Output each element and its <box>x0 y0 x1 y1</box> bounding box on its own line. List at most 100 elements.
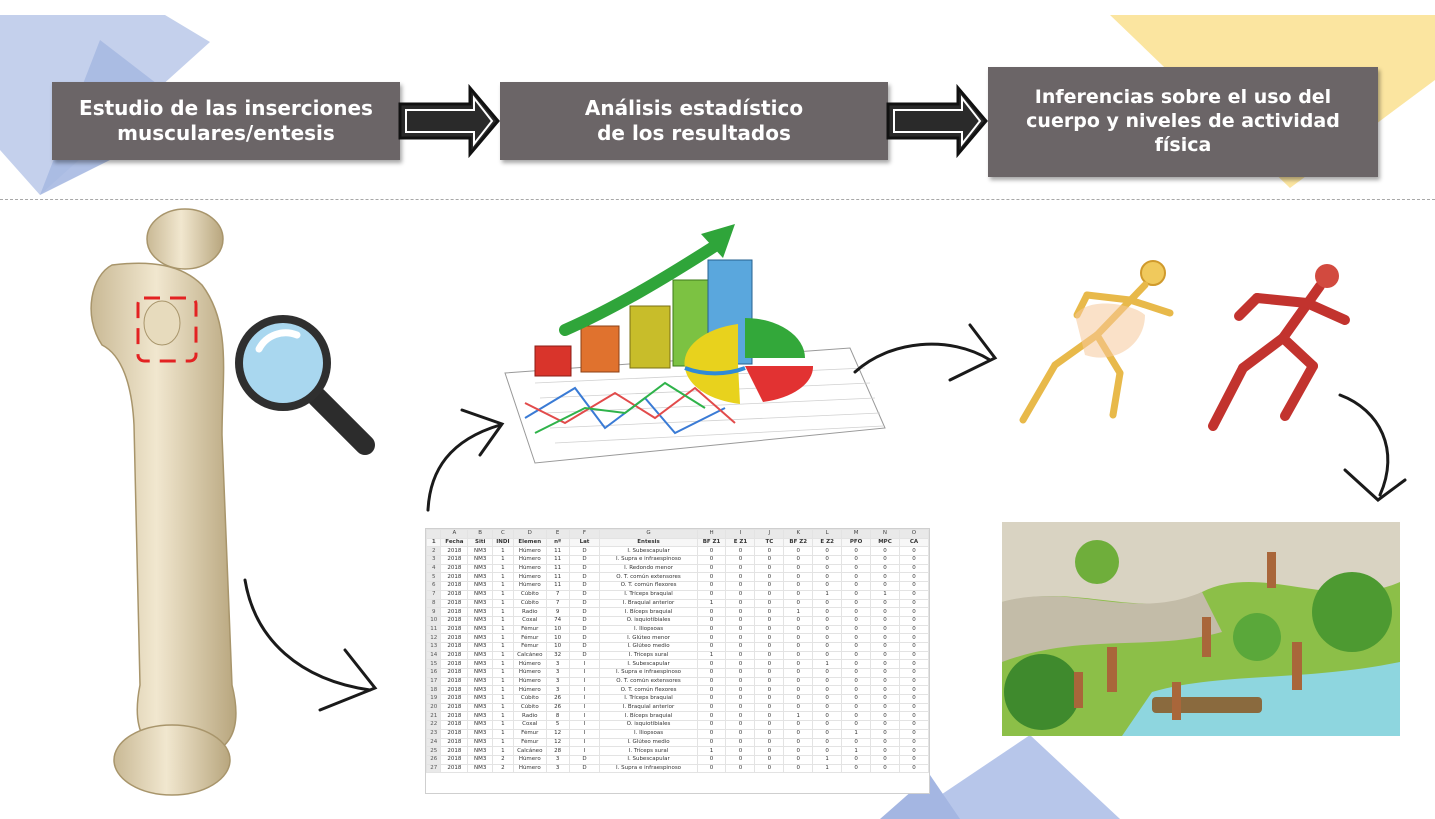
table-cell: 0 <box>898 685 929 696</box>
table-cell: 0 <box>898 659 929 669</box>
table-cell: 0 <box>841 581 872 591</box>
table-cell: 0 <box>754 598 785 609</box>
table-cell: D <box>568 546 601 557</box>
table-cell: 0 <box>898 589 929 600</box>
table-cell: 2018 <box>440 754 469 765</box>
column-header: E Z2 <box>812 537 843 548</box>
table-cell: 0 <box>841 589 872 600</box>
table-cell: 0 <box>870 702 900 713</box>
table-cell: 1 <box>492 746 514 756</box>
table-cell: 0 <box>841 650 872 661</box>
table-cell: NM3 <box>467 572 494 583</box>
table-cell: 0 <box>898 754 929 765</box>
table-cell: 0 <box>725 685 756 696</box>
table-cell: 2018 <box>440 702 469 713</box>
table-cell: Cúbito <box>512 694 547 704</box>
table-cell: 2018 <box>440 728 469 739</box>
table-cell: 0 <box>725 650 756 661</box>
table-cell: I. Redondo menor <box>599 563 698 574</box>
table-cell: 0 <box>696 659 727 669</box>
table-cell: 0 <box>812 563 843 574</box>
bg-blue-shape-bottom <box>905 735 1120 819</box>
table-cell: 0 <box>898 720 929 730</box>
row-number: 10 <box>426 615 442 626</box>
column-letter: M <box>841 529 872 539</box>
table-cell: D <box>568 650 601 661</box>
table-cell: 0 <box>725 746 756 756</box>
table-cell: 0 <box>754 711 785 722</box>
femur-bone <box>90 208 237 796</box>
table-cell: 0 <box>870 754 900 765</box>
table-cell: I <box>568 694 601 704</box>
table-cell: 0 <box>754 563 785 574</box>
table-cell: 10 <box>545 624 570 635</box>
table-cell: 3 <box>545 754 570 765</box>
table-cell: 0 <box>783 641 814 652</box>
table-cell: 1 <box>870 589 900 600</box>
table-cell: 0 <box>870 737 900 748</box>
table-cell: I <box>568 737 601 748</box>
table-cell: NM3 <box>467 607 494 617</box>
table-cell: NM3 <box>467 633 494 643</box>
table-cell: I. Braquial anterior <box>599 702 698 713</box>
table-cell: Húmero <box>512 555 547 565</box>
table-cell: NM3 <box>467 615 494 626</box>
table-cell: 0 <box>841 763 872 774</box>
table-cell: D <box>568 563 601 574</box>
table-cell: 1 <box>812 754 843 765</box>
table-cell: 0 <box>898 641 929 652</box>
row-number: 17 <box>426 676 442 687</box>
table-cell: O. T. común flexores <box>599 581 698 591</box>
table-cell: 10 <box>545 633 570 643</box>
table-cell: NM3 <box>467 694 494 704</box>
table-cell: 0 <box>841 563 872 574</box>
table-cell: 1 <box>492 668 514 678</box>
table-cell: 0 <box>841 615 872 626</box>
table-cell: 0 <box>725 763 756 774</box>
table-cell: 0 <box>754 746 785 756</box>
table-cell: I <box>568 720 601 730</box>
table-cell: I <box>568 728 601 739</box>
table-cell: 0 <box>841 694 872 704</box>
column-header: Lat <box>568 537 601 548</box>
table-cell: 0 <box>898 650 929 661</box>
table-cell: D <box>568 555 601 565</box>
table-cell: 0 <box>754 624 785 635</box>
table-cell: 1 <box>812 659 843 669</box>
table-cell: 0 <box>696 711 727 722</box>
table-cell: 2 <box>492 763 514 774</box>
table-cell: I <box>568 702 601 713</box>
table-cell: 2018 <box>440 763 469 774</box>
table-cell: I. Bíceps braquial <box>599 607 698 617</box>
table-cell: I. Bíceps braquial <box>599 711 698 722</box>
table-cell: Radio <box>512 607 547 617</box>
table-cell: 1 <box>492 607 514 617</box>
table-cell: 0 <box>696 754 727 765</box>
table-cell: 74 <box>545 615 570 626</box>
table-cell: 10 <box>545 641 570 652</box>
table-cell: 0 <box>812 546 843 557</box>
table-cell: I <box>568 659 601 669</box>
table-cell: 0 <box>725 572 756 583</box>
table-cell: 0 <box>898 746 929 756</box>
table-cell: I. Iliopsoas <box>599 728 698 739</box>
table-cell: 0 <box>898 546 929 557</box>
table-cell: 0 <box>898 711 929 722</box>
table-cell: 0 <box>898 607 929 617</box>
table-cell: 0 <box>783 581 814 591</box>
table-cell: 0 <box>754 763 785 774</box>
table-cell: 0 <box>696 676 727 687</box>
row-number: 16 <box>426 668 442 678</box>
column-header: Siti <box>467 537 494 548</box>
table-cell: NM3 <box>467 711 494 722</box>
table-cell: 0 <box>725 754 756 765</box>
table-cell: 0 <box>783 615 814 626</box>
table-cell: 0 <box>870 572 900 583</box>
curved-arrow-head-icon <box>948 323 998 382</box>
